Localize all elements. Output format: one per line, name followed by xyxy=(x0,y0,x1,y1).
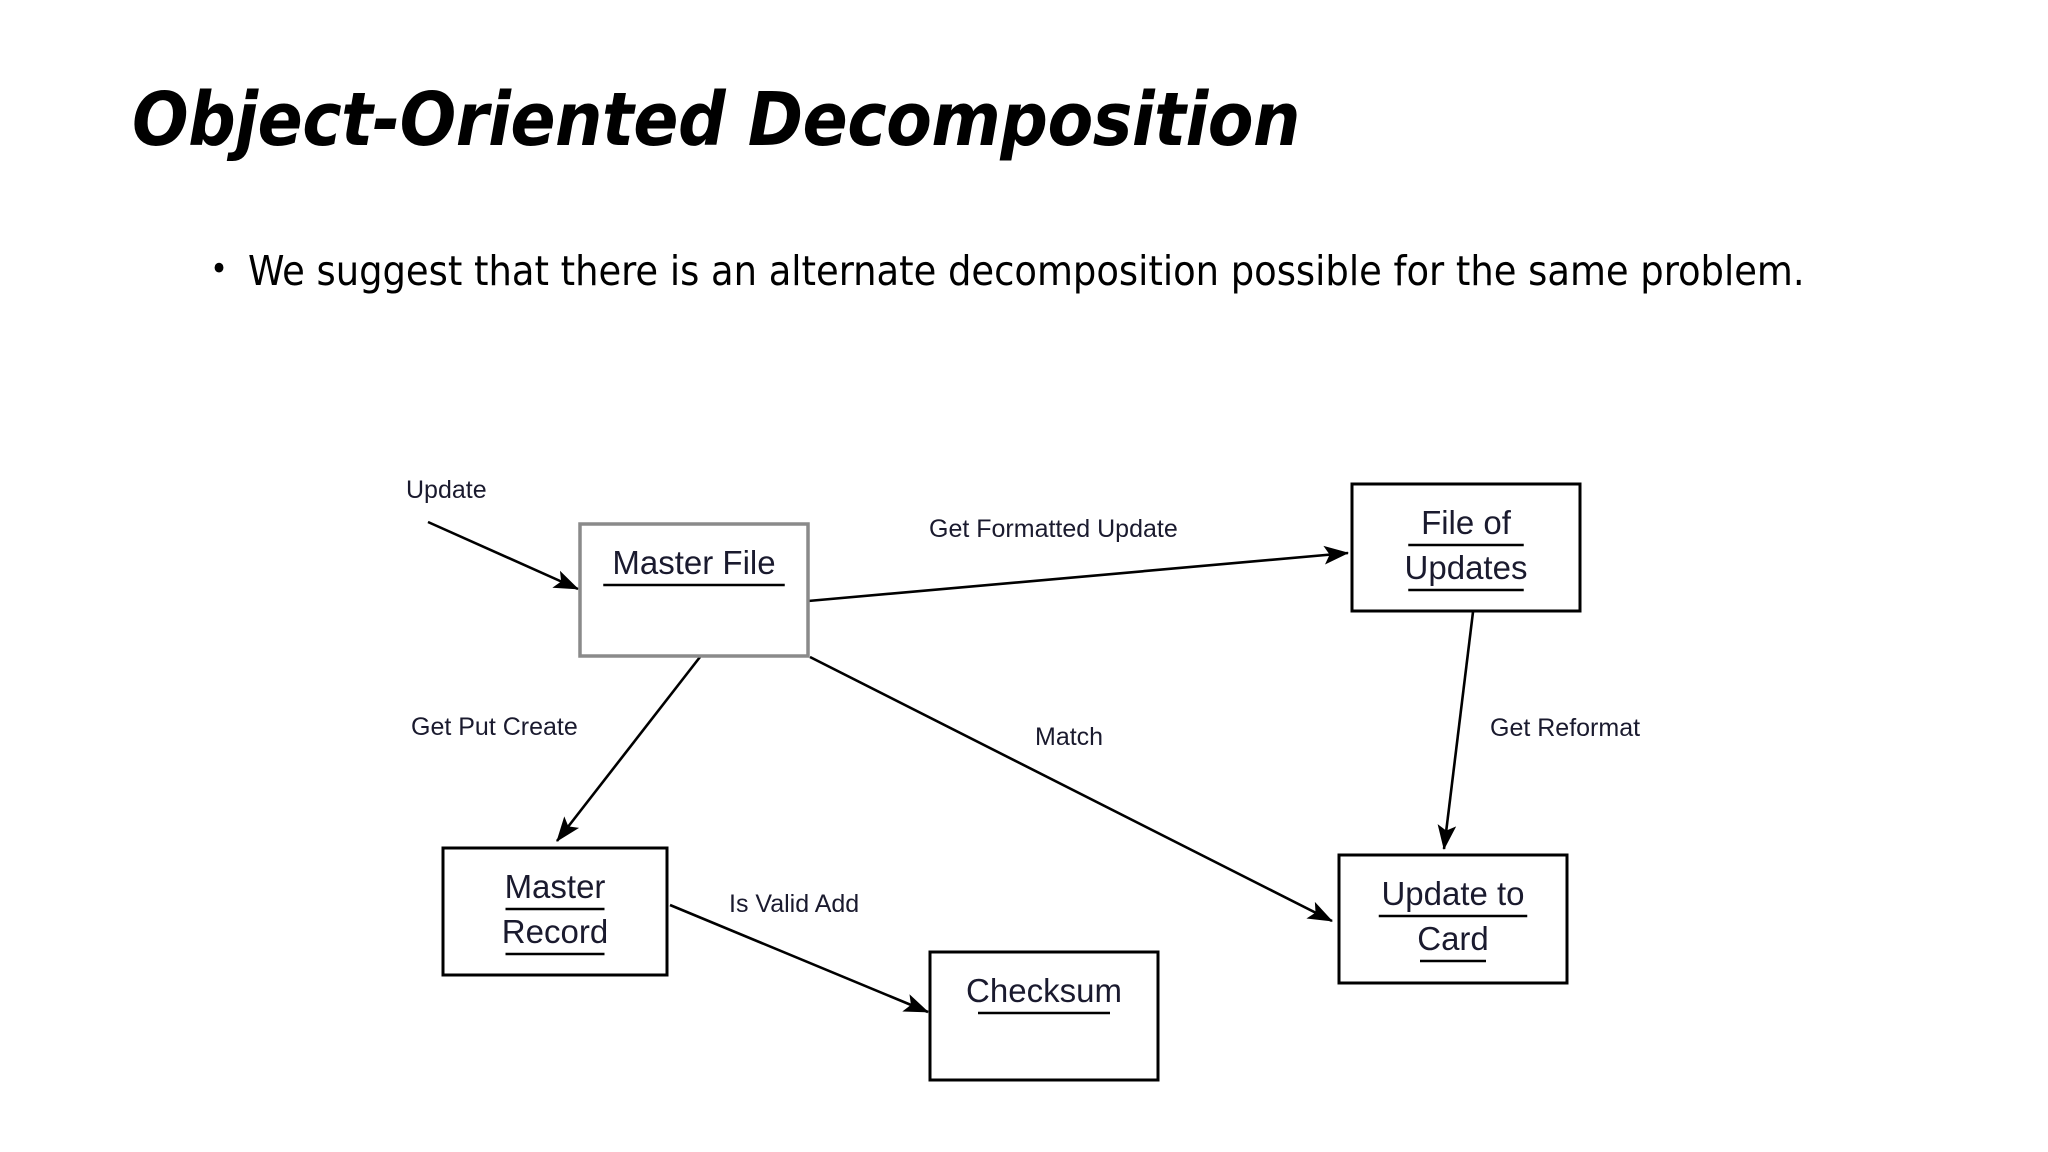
node-label: Update to xyxy=(1381,875,1524,912)
edge-get-reformat xyxy=(1437,611,1475,851)
node-master-file: Master File xyxy=(578,522,810,658)
edge-label-is-valid-add: Is Valid Add xyxy=(729,890,859,918)
edge-line xyxy=(427,520,579,591)
edge-label-update-in: Update xyxy=(406,476,487,504)
edge-get-put-create xyxy=(555,656,702,842)
node-update-to-card: Update to Card xyxy=(1337,853,1569,985)
edges-layer xyxy=(427,520,1475,1014)
node-label: Master File xyxy=(612,544,775,581)
edge-line xyxy=(555,656,702,842)
edge-get-formatted-update xyxy=(807,545,1350,603)
node-file-of-updates: File of Updates xyxy=(1350,482,1582,613)
node-box xyxy=(578,522,810,658)
edge-label-get-formatted-update: Get Formatted Update xyxy=(929,515,1178,543)
page-title: Object-Oriented Decomposition xyxy=(132,77,1300,163)
node-label: Card xyxy=(1417,920,1489,957)
node-label: File of xyxy=(1421,504,1512,541)
edge-label-get-put-create: Get Put Create xyxy=(411,713,578,741)
node-label: Master xyxy=(505,868,606,905)
edge-line xyxy=(807,545,1350,603)
edge-label-match: Match xyxy=(1035,723,1103,751)
node-label: Record xyxy=(502,913,608,950)
bullet-list: We suggest that there is an alternate de… xyxy=(200,245,1820,298)
node-box xyxy=(928,950,1160,1082)
list-item: We suggest that there is an alternate de… xyxy=(200,245,1820,298)
edge-label-get-reformat: Get Reformat xyxy=(1490,714,1640,742)
node-label: Checksum xyxy=(966,972,1122,1009)
edge-line xyxy=(1437,611,1475,851)
edge-line xyxy=(669,903,929,1014)
bullet-text: We suggest that there is an alternate de… xyxy=(248,247,1805,295)
edge-match xyxy=(809,655,1333,923)
nodes-layer: Master File File of UpdatesMasterRecordChe… xyxy=(441,482,1582,1082)
edge-line xyxy=(809,655,1333,923)
edge-is-valid-add xyxy=(669,903,929,1014)
edge-update-in xyxy=(427,520,579,591)
node-checksum: Checksum xyxy=(928,950,1160,1082)
node-label: Updates xyxy=(1405,549,1528,586)
